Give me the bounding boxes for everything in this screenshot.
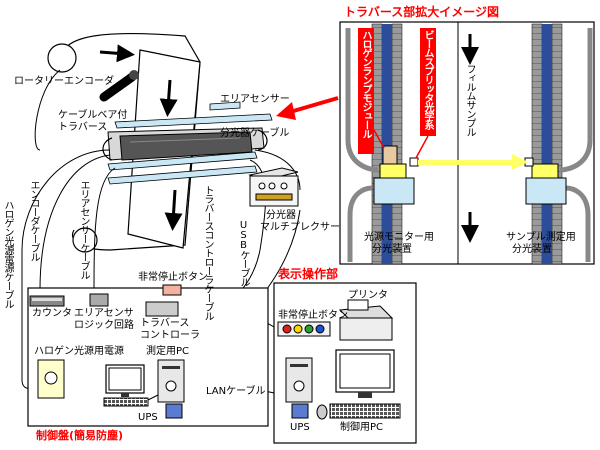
rotary-encoder-icon (99, 70, 139, 102)
multiplexer-label-2: マルチプレクサー (260, 222, 340, 233)
display-unit-label: 表示操作部 (278, 267, 339, 281)
control-panel-box (27, 284, 269, 427)
sample-spectro-label-1: サンプル測定用 (506, 232, 576, 243)
zoom-title: トラバース部拡大イメージ図 (344, 5, 500, 19)
area-sensor-logic-label-2: ロジック回路 (74, 320, 134, 331)
encoder-cable-label: エンコーダケーブル (28, 180, 39, 261)
cable-bear-label-1: ケーブルベア付 (58, 110, 128, 121)
emergency-stop-left-label: 非常停止ボタン (138, 272, 208, 283)
printer-label: プリンタ (348, 290, 388, 301)
traverse-controller-label-2: コントローラ (140, 330, 200, 341)
area-sensor-logic-label-1: エリアセンサ (74, 308, 134, 319)
ups-left-label: UPS (138, 412, 158, 423)
spectro-cable-label: 分光器ケーブル (220, 128, 290, 139)
traverse-controller-cable-label: トラバースコントローラケーブル (202, 185, 213, 320)
traverse-rails (107, 101, 273, 185)
area-sensor-cable-label: エリアセンサーケーブル (78, 180, 89, 279)
usb-cable-label: USBケーブル (238, 220, 249, 286)
display-unit-box (273, 282, 417, 444)
emergency-stop-right-label: 非常停止ボタン (278, 310, 348, 321)
sample-spectro-label-2: 分光装置 (512, 244, 552, 255)
traverse-controller-label-1: トラバース (140, 318, 190, 329)
halogen-cable-label: ハロゲン光源電源ケーブル (2, 200, 13, 308)
control-panel-label: 制御盤(簡易防塵) (36, 429, 124, 442)
film-sample-label: フィルムサンプル (464, 64, 475, 136)
area-sensor-label: エリアセンサー (220, 94, 290, 105)
beam-splitter-label: ビームスプリッタ光学系 (422, 30, 433, 129)
cable-bear-label-2: トラバース (58, 122, 108, 133)
light-monitor-label-1: 光源モニター用 (364, 232, 434, 243)
ups-right-label: UPS (290, 422, 310, 433)
halogen-module-label: ハロゲンランプモジュール (360, 30, 371, 138)
traverse-zoom-panel (339, 21, 595, 265)
light-monitor-label-2: 分光装置 (372, 244, 412, 255)
counter-label: カウンタ (32, 308, 72, 319)
control-pc-label: 制御用PC (340, 422, 384, 433)
lan-cable-label: LANケーブル (206, 386, 266, 397)
zoom-pointer-arrow (276, 96, 339, 120)
multiplexer-label-1: 分光器 (266, 210, 296, 221)
cable-bear-traverse (102, 127, 268, 161)
halogen-power-label: ハロゲン光源用電源 (34, 346, 124, 357)
spectro-multiplexer-box (248, 167, 299, 207)
rotary-encoder-label: ロータリーエンコーダ (14, 76, 114, 87)
measure-pc-label: 測定用PC (146, 346, 190, 357)
